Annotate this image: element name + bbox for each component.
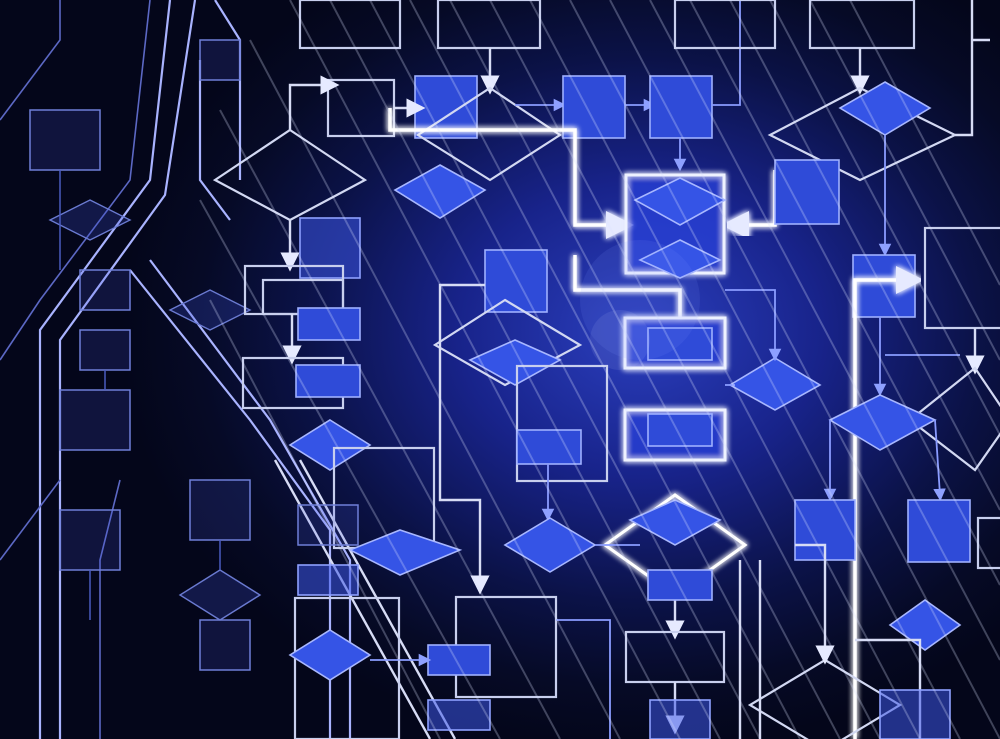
dim-flowchart-left [29, 109, 262, 671]
diagonal-light-streaks [199, 0, 1000, 739]
glowing-center-flowchart [388, 108, 840, 597]
right-cluster [747, 226, 1000, 739]
top-row-cluster [393, 0, 990, 257]
bottom-cluster [288, 560, 762, 739]
center-highlights [580, 240, 700, 370]
